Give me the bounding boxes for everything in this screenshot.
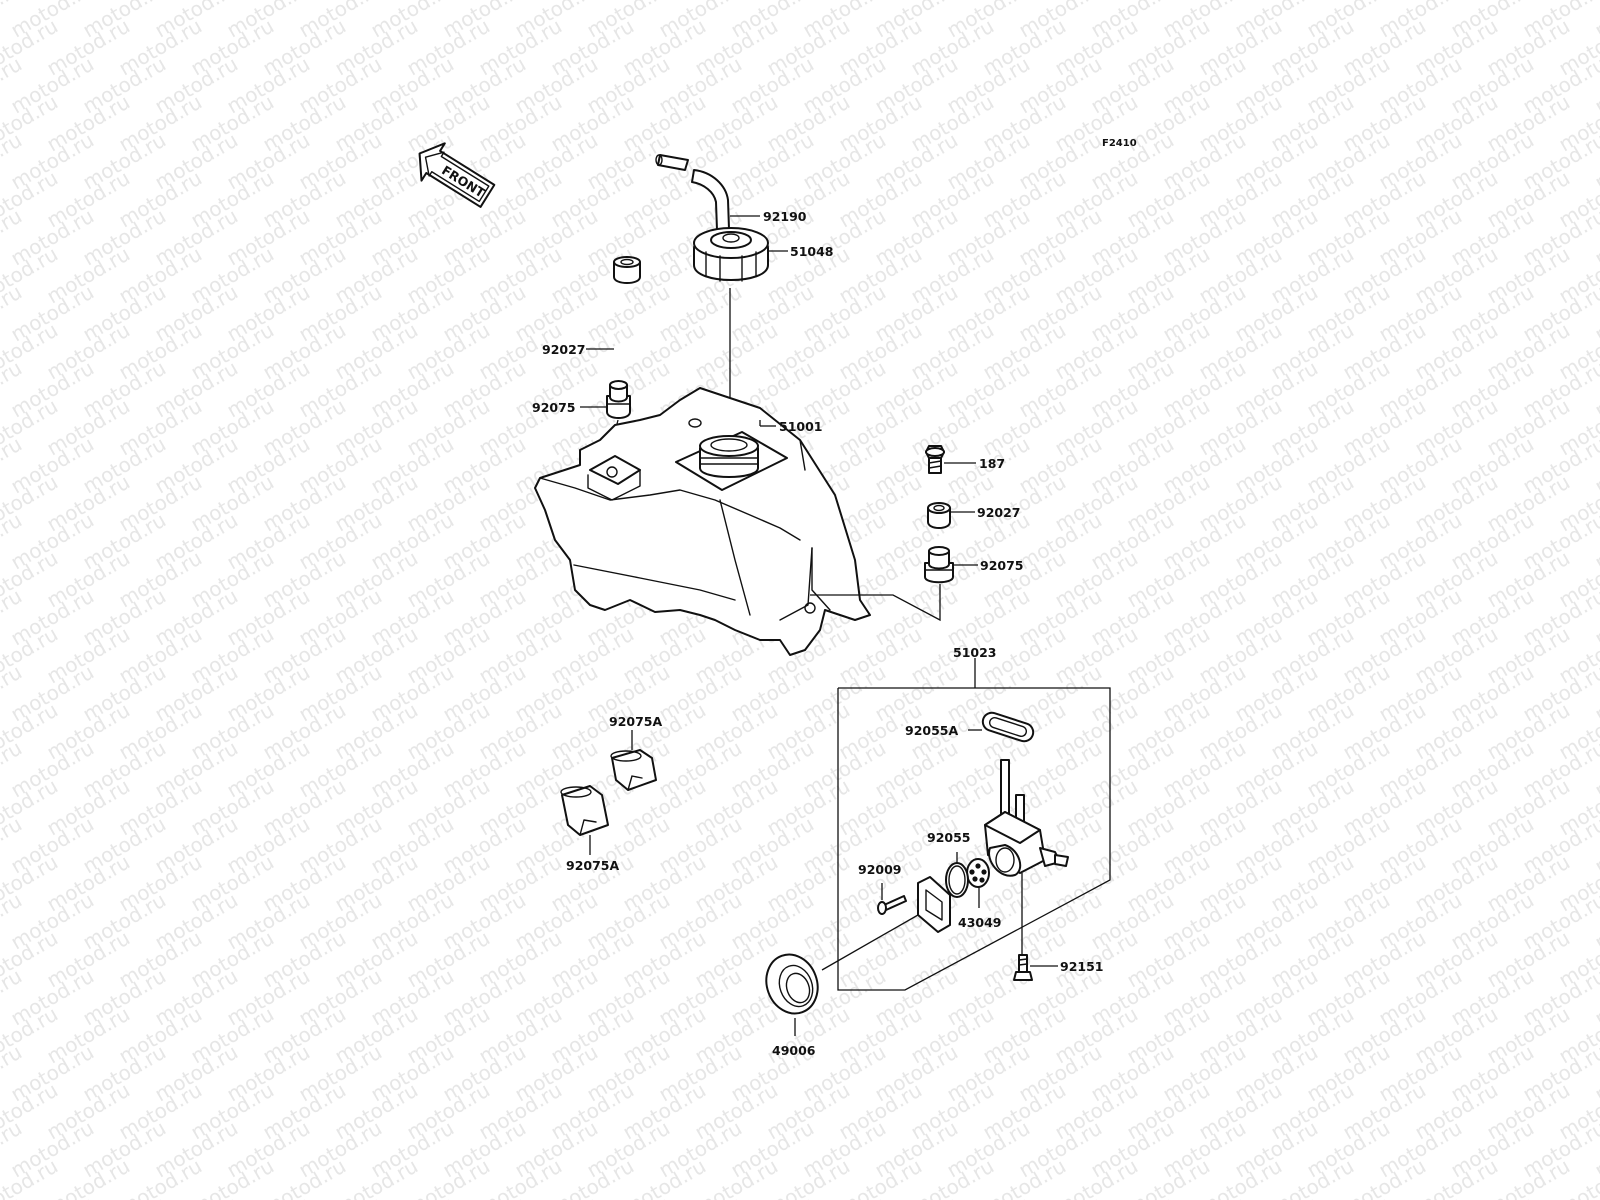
diagram-code: F2410 — [1102, 138, 1137, 149]
oring-92055 — [945, 862, 969, 898]
watermark-text: motod.ru — [1591, 0, 1600, 42]
label-51048: 51048 — [790, 244, 834, 259]
label-51023: 51023 — [953, 645, 997, 660]
label-187: 187 — [979, 456, 1005, 471]
fuel-cap — [693, 227, 769, 282]
label-92075-top: 92075 — [532, 400, 576, 415]
bolt-187 — [925, 445, 945, 474]
label-92190: 92190 — [763, 209, 807, 224]
label-92027-top: 92027 — [542, 342, 586, 357]
label-92055a: 92055A — [905, 723, 958, 738]
label-92075a-bottom: 92075A — [566, 858, 619, 873]
filter-43049 — [966, 858, 990, 888]
damper-right — [924, 546, 954, 584]
collar-top — [613, 256, 641, 284]
label-92075-right: 92075 — [980, 558, 1024, 573]
label-43049: 43049 — [958, 915, 1002, 930]
label-92027-right: 92027 — [977, 505, 1021, 520]
label-92075a-top: 92075A — [609, 714, 662, 729]
label-49006: 49006 — [772, 1043, 816, 1058]
label-92009: 92009 — [858, 862, 902, 877]
label-92151: 92151 — [1060, 959, 1104, 974]
label-51001: 51001 — [779, 419, 823, 434]
collar-right — [927, 502, 951, 529]
label-92055: 92055 — [927, 830, 971, 845]
damper-top — [606, 380, 631, 419]
